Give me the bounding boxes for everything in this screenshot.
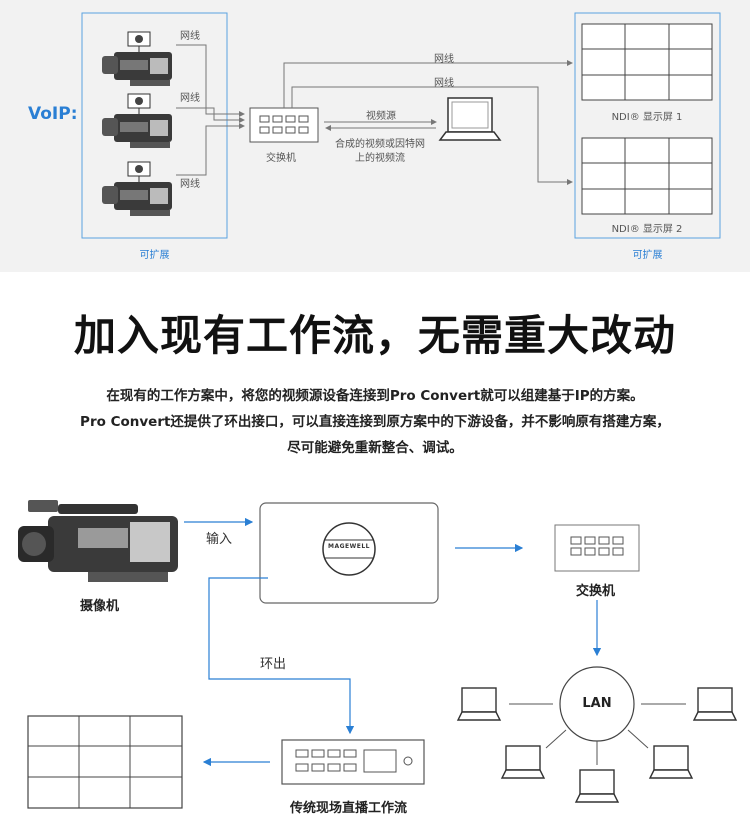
laptop-icon [692, 687, 738, 721]
cable-label: 网线 [434, 78, 454, 89]
voip-label: VoIP: [28, 104, 78, 124]
description-line: 在现有的工作方案中，将您的视频源设备连接到Pro Convert就可以组建基于I… [106, 388, 644, 404]
network-switch-icon [249, 107, 319, 143]
loop-out-arrow [208, 577, 355, 735]
video-source-label: 视频源 [366, 111, 396, 122]
loop-out-label: 环出 [260, 657, 287, 672]
network-switch-icon [554, 524, 640, 572]
camera-icon [102, 161, 172, 216]
description-line: Pro Convert还提供了环出接口，可以直接连接到原方案中的下游设备，并不影… [80, 414, 670, 430]
cable-label: 网线 [180, 93, 200, 104]
camera-icon [102, 93, 172, 148]
cable-line [283, 60, 573, 108]
ndi-display-wall-icon [581, 137, 713, 215]
cable-label: 网线 [180, 179, 200, 190]
switch-label: 交换机 [576, 584, 616, 599]
laptop-icon [574, 769, 620, 803]
laptop-icon [438, 97, 502, 141]
camera-label: 摄像机 [80, 599, 120, 614]
cable-line [291, 86, 573, 185]
ndi-screen-2-label: NDI® 显示屏 2 [611, 224, 683, 235]
camera-icon [102, 31, 172, 86]
input-label: 输入 [206, 532, 233, 547]
composite-stream-label-1: 合成的视频或因特网 [335, 139, 425, 150]
workflow-label: 传统现场直播工作流 [290, 801, 408, 816]
laptop-icon [648, 745, 694, 779]
expandable-left-label: 可扩展 [139, 250, 170, 261]
description-line: 尽可能避免重新整合、调试。 [287, 440, 463, 456]
ndi-display-wall-icon [581, 23, 713, 101]
laptop-icon [456, 687, 502, 721]
composite-stream-label-2: 上的视频流 [355, 153, 405, 164]
camera-icon [18, 500, 178, 582]
traditional-workflow-device [281, 739, 425, 785]
headline: 加入现有工作流，无需重大改动 [73, 311, 676, 360]
expandable-right-label: 可扩展 [632, 250, 663, 261]
cable-label: 网线 [180, 31, 200, 42]
display-wall-icon [27, 715, 183, 809]
lan-link [545, 729, 567, 749]
cable-line [176, 44, 245, 117]
cable-line [176, 107, 245, 123]
laptop-icon [500, 745, 546, 779]
device-logo-text: MAGEWELL [327, 543, 370, 550]
screen-group-frame [574, 12, 721, 239]
ndi-screen-1-label: NDI® 显示屏 1 [611, 112, 683, 123]
lan-label: LAN [582, 696, 612, 711]
cable-label: 网线 [434, 54, 454, 65]
magewell-logo [322, 522, 376, 576]
switch-label: 交换机 [266, 153, 296, 164]
cable-line [176, 123, 245, 176]
lan-link [627, 729, 649, 749]
